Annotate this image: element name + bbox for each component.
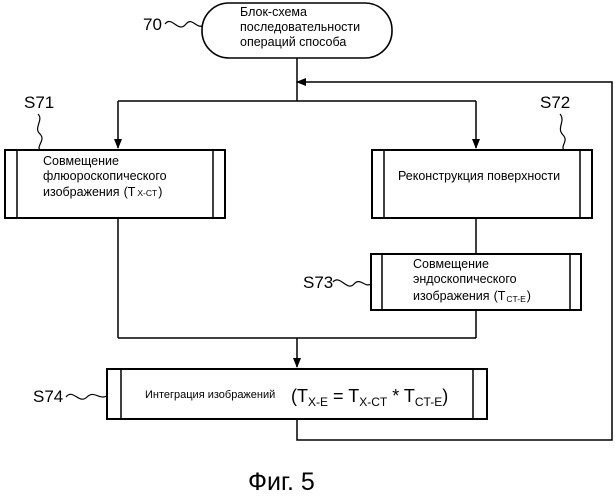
s71-ref-label: S71 (24, 93, 54, 112)
s73-line-2: эндоскопического (413, 272, 517, 286)
s74-label: Интеграция изображений (145, 389, 275, 401)
s72-box (372, 150, 592, 218)
s72-label: Реконструкция поверхности (398, 169, 560, 183)
s73-line-1: Совмещение (413, 257, 489, 271)
start-line-1: Блок-схема (240, 5, 307, 19)
s71-line-3: изображения(TX-CT) (43, 185, 162, 199)
s72-ref-label: S72 (540, 93, 570, 112)
start-ref-leader (165, 22, 202, 27)
s74-ref-leader (66, 394, 107, 399)
s72-ref-leader (560, 114, 565, 150)
s71-line-1: Совмещение (43, 154, 119, 168)
start-ref-label: 70 (143, 15, 162, 34)
s71-ref-leader (38, 114, 42, 150)
start-line-2: последовательности (240, 20, 360, 34)
figure-caption: Фиг. 5 (248, 468, 315, 496)
s73-ref-label: S73 (303, 273, 333, 292)
s74-ref-label: S74 (33, 387, 63, 406)
s71-line-2: флюороскопического (43, 169, 167, 183)
s73-ref-leader (333, 280, 371, 286)
start-line-3: операций способа (240, 35, 346, 49)
